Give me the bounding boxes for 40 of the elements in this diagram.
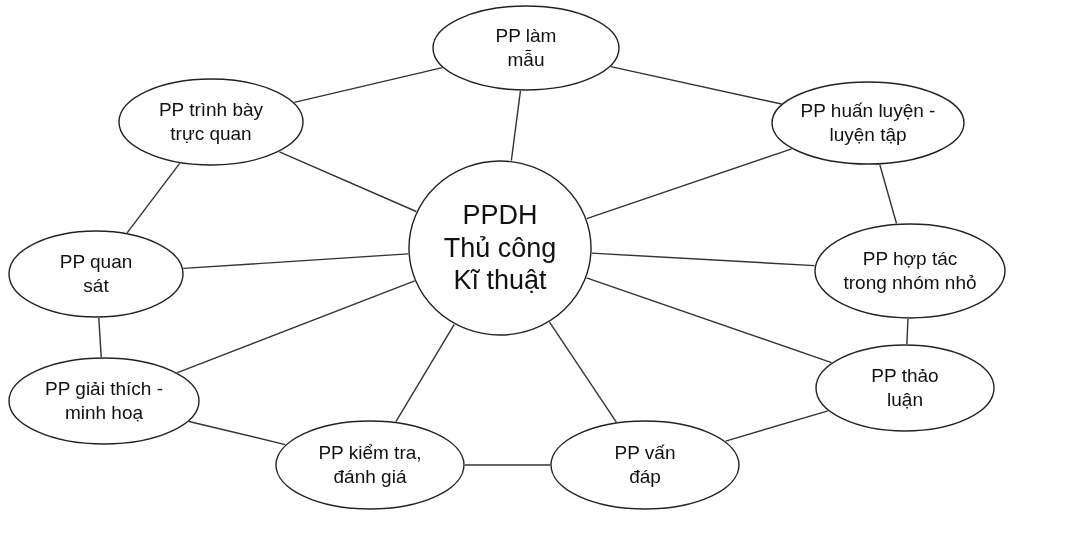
ellipse-node — [815, 344, 995, 432]
connector-line — [879, 164, 898, 225]
connector-line — [510, 90, 522, 162]
method-text: PP giải thích - minh hoạ — [44, 377, 164, 425]
method-text: PP hợp tác trong nhóm nhỏ — [842, 247, 978, 295]
ellipse-node — [432, 5, 620, 91]
connector-line — [395, 323, 455, 423]
ellipse-node — [550, 420, 740, 510]
method-text: PP trình bày trực quan — [157, 98, 265, 146]
ellipse-node — [275, 420, 465, 510]
connector-line — [98, 317, 102, 358]
ellipse-node — [408, 160, 592, 336]
connector-line — [585, 277, 833, 364]
method-text: PP làm mẫu — [494, 24, 558, 72]
connector-line — [464, 464, 551, 466]
method-text: PP vấn đáp — [613, 441, 677, 489]
connector-line — [548, 321, 618, 423]
ellipse-node — [8, 230, 184, 318]
connector-line — [586, 148, 793, 220]
method-text: PP kiểm tra, đánh giá — [317, 441, 423, 489]
connector-line — [724, 410, 829, 442]
connector-line — [610, 65, 783, 105]
ellipse-node — [814, 223, 1006, 319]
ellipse-node — [8, 357, 200, 445]
ellipse-node — [771, 81, 965, 165]
central-topic-text: Kĩ thuật — [452, 264, 548, 297]
connector-line — [293, 66, 444, 104]
connector-line — [182, 253, 409, 270]
central-topic-text: PPDH — [461, 199, 539, 232]
method-text: PP thảo luận — [870, 364, 940, 412]
connector-line — [176, 280, 416, 374]
ellipse-node — [118, 78, 304, 166]
connector-line — [906, 318, 909, 345]
method-text: PP huấn luyện - luyện tập — [799, 99, 937, 147]
connector-line — [591, 252, 816, 267]
connector-line — [126, 162, 181, 234]
method-text: PP quan sát — [58, 250, 134, 298]
connector-line — [278, 151, 417, 213]
connector-line — [188, 420, 286, 446]
central-topic-text: Thủ công — [442, 231, 558, 265]
